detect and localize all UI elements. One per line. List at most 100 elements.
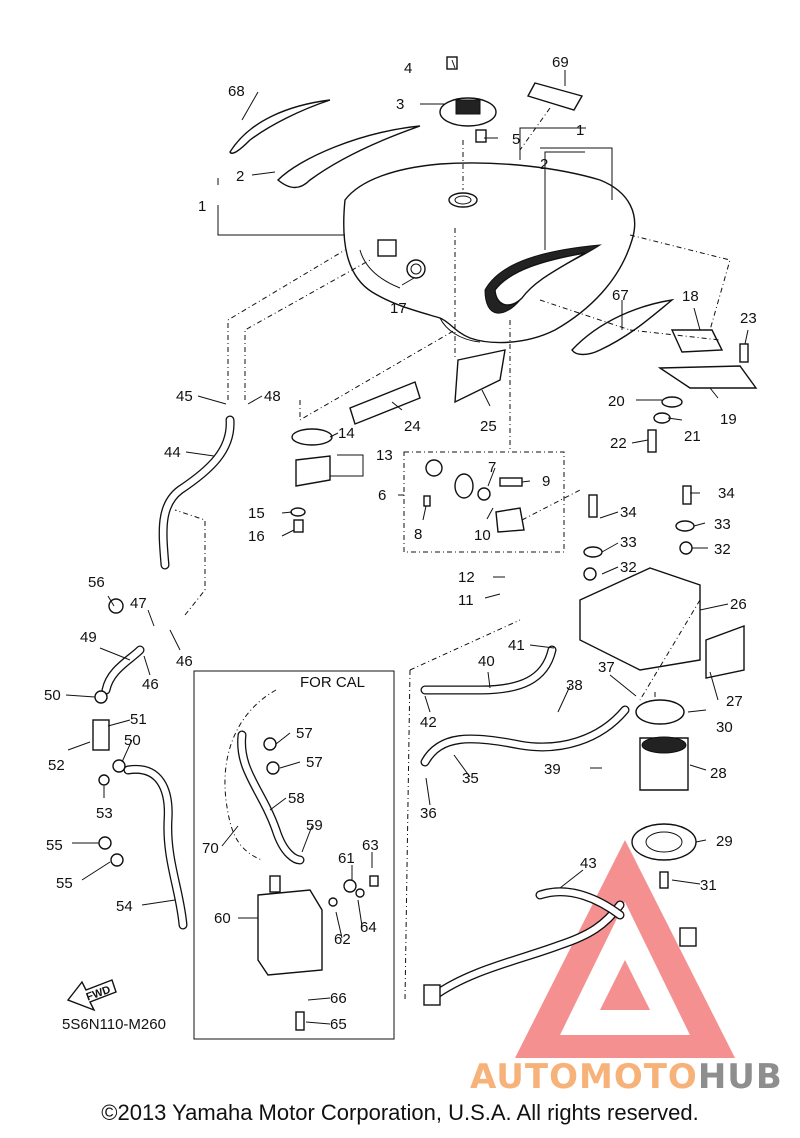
callout-19: 19 bbox=[720, 411, 737, 428]
callout-2a: 2 bbox=[540, 156, 548, 173]
callout-62: 62 bbox=[334, 931, 351, 948]
callout-41: 41 bbox=[508, 637, 525, 654]
tank-stripe-left bbox=[229, 99, 421, 189]
callout-64: 64 bbox=[360, 919, 377, 936]
callout-44: 44 bbox=[164, 444, 181, 461]
callout-labels: 4 3 5 68 69 1 2 2 1 17 67 18 23 20 19 21… bbox=[44, 54, 757, 1033]
callout-32a: 32 bbox=[620, 559, 637, 576]
callout-66: 66 bbox=[330, 990, 347, 1007]
callout-38: 38 bbox=[566, 677, 583, 694]
callout-63: 63 bbox=[362, 837, 379, 854]
watermark-moto: MOTO bbox=[578, 1057, 698, 1097]
callout-53: 53 bbox=[96, 805, 113, 822]
callout-60: 60 bbox=[214, 910, 231, 927]
callout-51: 51 bbox=[130, 711, 147, 728]
callout-29: 29 bbox=[716, 833, 733, 850]
fuel-cap-assembly bbox=[439, 56, 497, 143]
leader-lines bbox=[65, 59, 749, 1025]
watermark-logo: AUTOMOTOHUB bbox=[470, 1057, 783, 1097]
callout-26: 26 bbox=[730, 596, 747, 613]
callout-7: 7 bbox=[488, 459, 496, 476]
callout-46a: 46 bbox=[142, 676, 159, 693]
callout-42: 42 bbox=[420, 714, 437, 731]
callout-59: 59 bbox=[306, 817, 323, 834]
callout-23: 23 bbox=[740, 310, 757, 327]
fwd-label: FWD bbox=[85, 984, 113, 1004]
callout-43: 43 bbox=[580, 855, 597, 872]
callout-33b: 33 bbox=[714, 516, 731, 533]
callout-57a: 57 bbox=[296, 725, 313, 742]
fwd-arrow: FWD bbox=[66, 979, 117, 1012]
callout-21: 21 bbox=[684, 428, 701, 445]
canister-assembly bbox=[224, 689, 379, 1031]
callout-3: 3 bbox=[396, 96, 404, 113]
copyright-notice: ©2013 Yamaha Motor Corporation, U.S.A. A… bbox=[101, 1100, 699, 1125]
callout-6: 6 bbox=[378, 487, 386, 504]
callout-69: 69 bbox=[552, 54, 569, 71]
callout-13: 13 bbox=[376, 447, 393, 464]
callout-35: 35 bbox=[462, 770, 479, 787]
callout-15: 15 bbox=[248, 505, 265, 522]
callout-58: 58 bbox=[288, 790, 305, 807]
canister-tray bbox=[579, 485, 745, 679]
callout-55a: 55 bbox=[46, 837, 63, 854]
for-cal-box bbox=[193, 670, 395, 1040]
callout-32b: 32 bbox=[714, 541, 731, 558]
group-6-box bbox=[403, 451, 565, 553]
callout-70: 70 bbox=[202, 840, 219, 857]
callout-17: 17 bbox=[390, 300, 407, 317]
callout-40: 40 bbox=[478, 653, 495, 670]
fuel-cock-assembly bbox=[290, 428, 333, 533]
side-panels bbox=[349, 349, 506, 425]
callout-18: 18 bbox=[682, 288, 699, 305]
callout-39: 39 bbox=[544, 761, 561, 778]
callout-50b: 50 bbox=[124, 732, 141, 749]
for-cal-label: FOR CAL bbox=[300, 674, 366, 691]
callout-48: 48 bbox=[264, 388, 281, 405]
watermark-auto: AUTO bbox=[470, 1057, 579, 1097]
rear-bracket-assembly bbox=[647, 329, 758, 453]
reference-lines bbox=[174, 107, 731, 1001]
decal-69 bbox=[526, 82, 584, 111]
callout-46b: 46 bbox=[176, 653, 193, 670]
callout-9: 9 bbox=[542, 473, 550, 490]
fuel-hoses bbox=[420, 645, 697, 1006]
callout-36: 36 bbox=[420, 805, 437, 822]
check-valve-parts bbox=[92, 598, 126, 867]
callout-20: 20 bbox=[608, 393, 625, 410]
callout-67: 67 bbox=[612, 287, 629, 304]
breather-hoses bbox=[101, 415, 235, 930]
callout-37: 37 bbox=[598, 659, 615, 676]
callout-27: 27 bbox=[726, 693, 743, 710]
watermark-hub: HUB bbox=[697, 1057, 783, 1097]
callout-68: 68 bbox=[228, 83, 245, 100]
callout-47: 47 bbox=[130, 595, 147, 612]
callout-55b: 55 bbox=[56, 875, 73, 892]
callout-33a: 33 bbox=[620, 534, 637, 551]
callout-1b: 1 bbox=[198, 198, 206, 215]
callout-61: 61 bbox=[338, 850, 355, 867]
callout-31: 31 bbox=[700, 877, 717, 894]
watermark-triangle bbox=[515, 840, 735, 1058]
callout-25: 25 bbox=[480, 418, 497, 435]
callout-11: 11 bbox=[458, 592, 474, 609]
callout-2b: 2 bbox=[236, 168, 244, 185]
callout-16: 16 bbox=[248, 528, 265, 545]
fuel-pump bbox=[631, 699, 697, 889]
callout-65: 65 bbox=[330, 1016, 347, 1033]
callout-1a: 1 bbox=[576, 122, 584, 139]
callout-56: 56 bbox=[88, 574, 105, 591]
sender-unit bbox=[423, 459, 525, 533]
callout-14: 14 bbox=[338, 425, 355, 442]
callout-57b: 57 bbox=[306, 754, 323, 771]
callout-49: 49 bbox=[80, 629, 97, 646]
callout-54: 54 bbox=[116, 898, 133, 915]
diagram-code: 5S6N110-M260 bbox=[62, 1016, 166, 1033]
callout-4: 4 bbox=[404, 60, 412, 77]
callout-34b: 34 bbox=[718, 485, 735, 502]
callout-8: 8 bbox=[414, 526, 422, 543]
callout-5: 5 bbox=[512, 131, 520, 148]
callout-50a: 50 bbox=[44, 687, 61, 704]
callout-45: 45 bbox=[176, 388, 193, 405]
